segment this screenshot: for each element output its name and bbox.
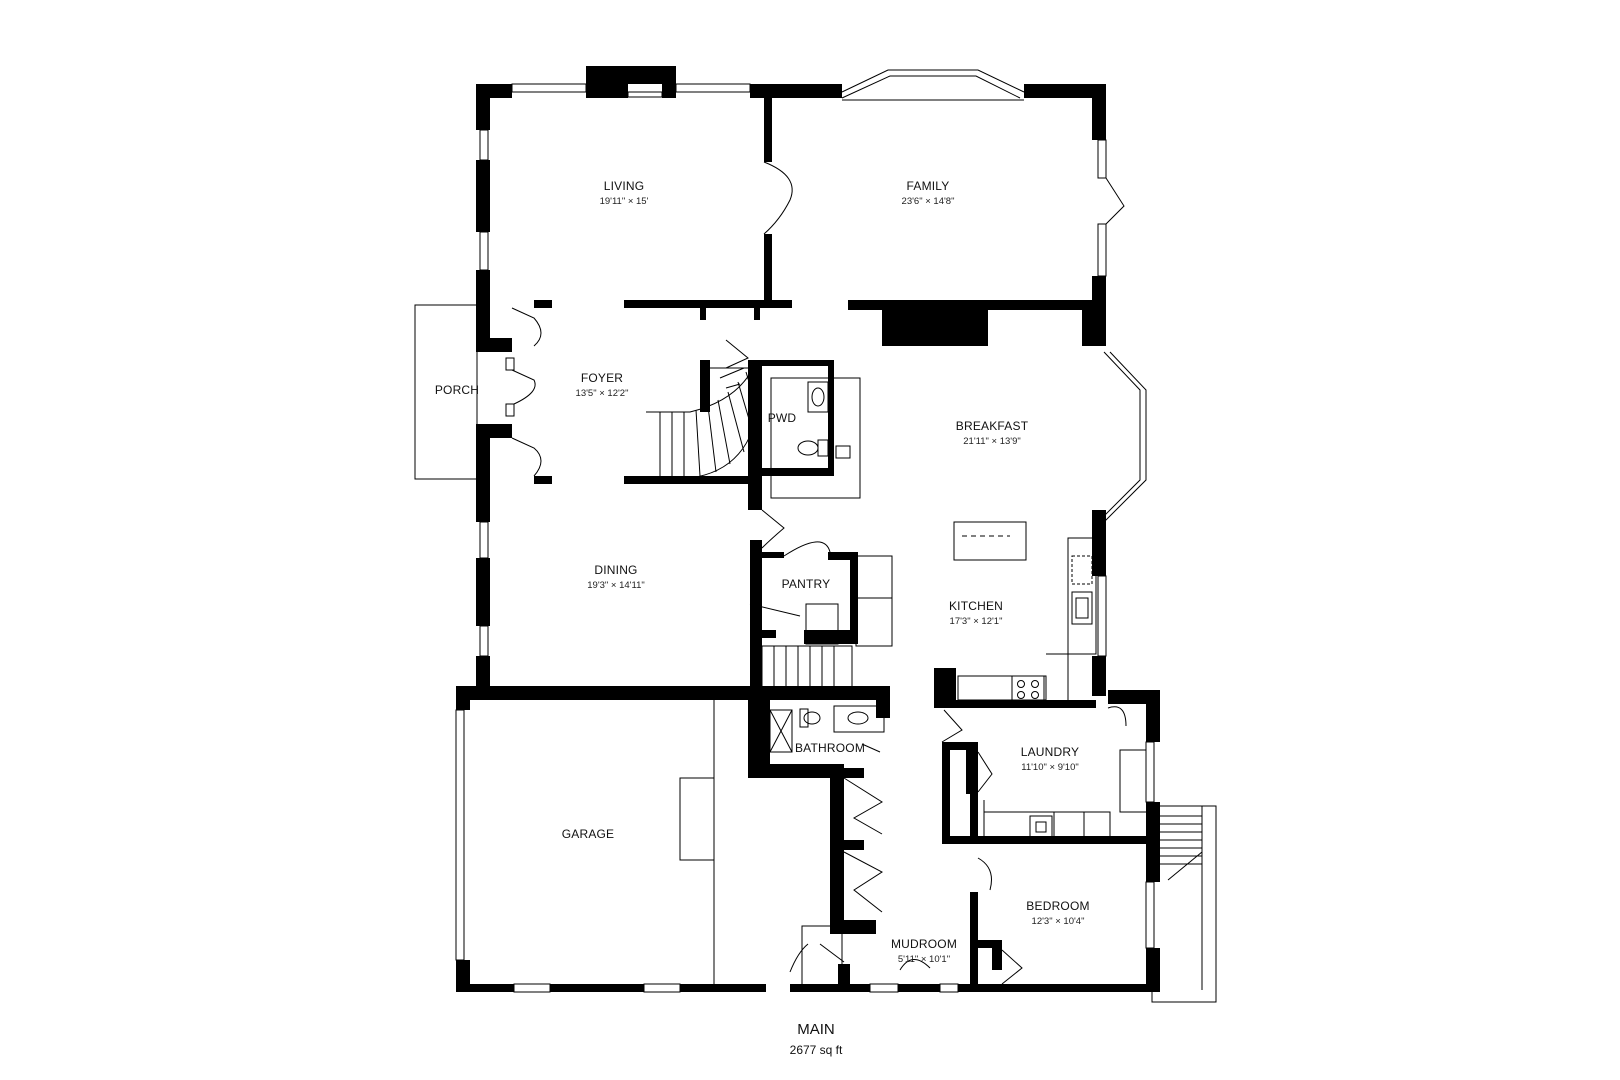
floor-area: 2677 sq ft [790,1043,843,1057]
room-name-porch: PORCH [435,383,479,397]
windows [455,69,1155,993]
floor-name: MAIN [797,1021,835,1038]
kitchen-counters [957,537,1097,701]
room-name-laundry: LAUNDRY [1021,745,1080,759]
room-name-living: LIVING [604,179,645,193]
bathroom-fixtures [769,705,885,753]
room-dims-family: 23'6" × 14'8" [902,196,955,207]
walls [456,66,1160,992]
room-name-mudroom: MUDROOM [891,937,957,951]
room-dims-dining: 19'3" × 14'11" [587,580,644,591]
room-name-breakfast: BREAKFAST [956,419,1029,433]
room-dims-laundry: 11'10" × 9'10" [1021,762,1078,773]
kitchen-island [953,521,1027,561]
room-name-pwd: PWD [768,411,797,425]
fixtures-and-thin-lines [414,304,1217,1003]
room-name-family: FAMILY [907,179,950,193]
room-labels: LIVING 19'11" × 15' FAMILY 23'6" × 14'8"… [435,179,1090,965]
room-dims-breakfast: 21'11" × 13'9" [963,436,1020,447]
room-dims-bedroom: 12'3" × 10'4" [1032,916,1085,927]
room-name-bedroom: BEDROOM [1026,899,1089,913]
room-name-bathroom: BATHROOM [795,741,865,755]
room-name-kitchen: KITCHEN [949,599,1003,613]
room-dims-mudroom: 5'11" × 10'1" [898,954,950,965]
room-name-garage: GARAGE [562,827,615,841]
room-dims-living: 19'11" × 15' [600,196,649,207]
room-name-foyer: FOYER [581,371,623,385]
pwd-fixtures [797,381,851,459]
stove [1011,675,1045,701]
pantry-stairs [761,603,853,689]
room-dims-kitchen: 17'3" × 12'1" [950,616,1003,627]
room-name-pantry: PANTRY [782,577,831,591]
doors [511,161,1127,985]
exterior-stairs [1151,805,1217,1003]
room-dims-foyer: 13'5" × 12'2" [576,388,629,399]
room-name-dining: DINING [594,563,637,577]
